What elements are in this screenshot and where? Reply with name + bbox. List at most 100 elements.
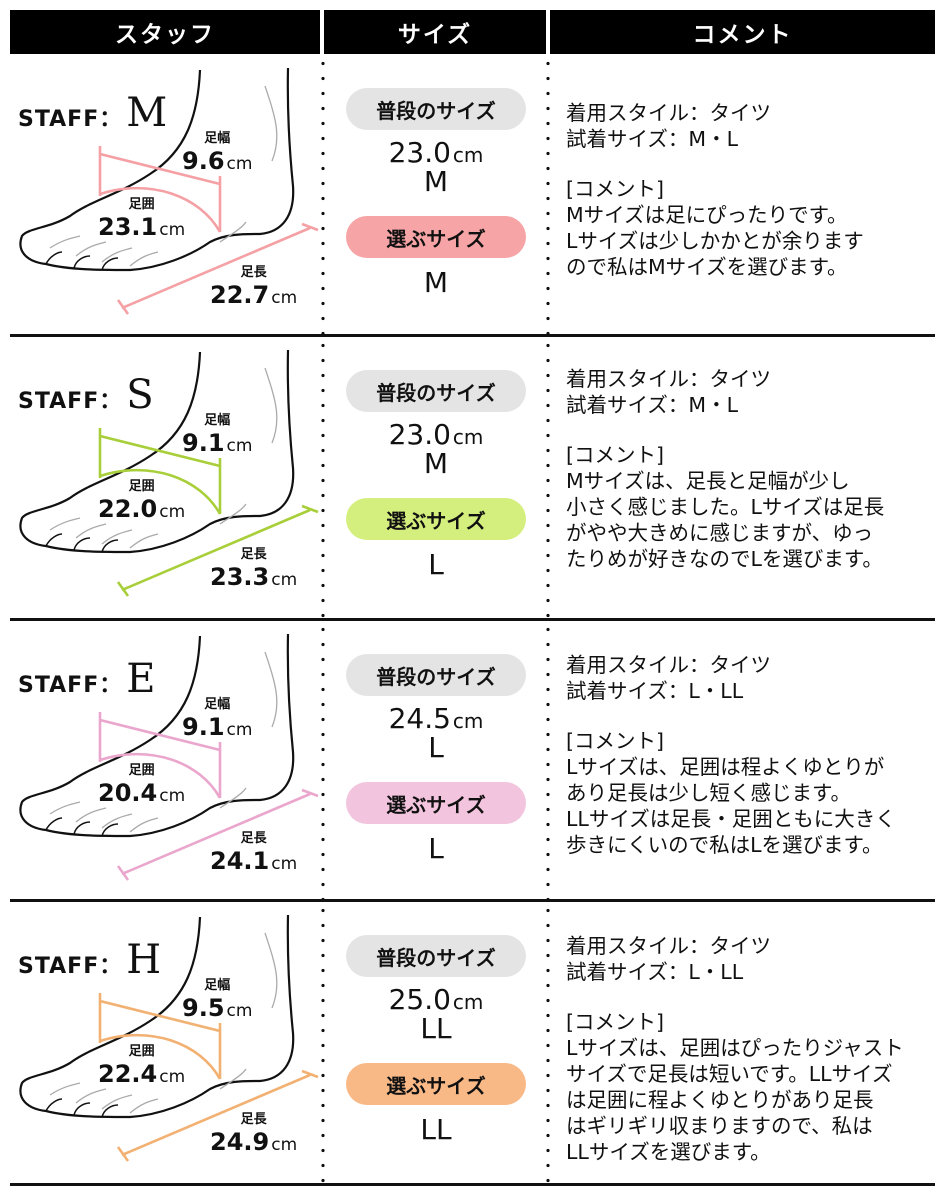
comment-body: [コメント] Lサイズは、足囲はぴったりジャストサイズで足長は短いです。LLサイ…	[566, 1009, 904, 1165]
foot-girth-value: 22.4	[98, 1060, 158, 1088]
foot-length-value: 22.7	[210, 281, 270, 309]
staff-initial: S	[126, 372, 155, 418]
comment-line: Lサイズは、足囲はぴったりジャスト	[566, 1036, 904, 1060]
staff-prefix: STAFF：	[18, 954, 123, 979]
row-divider	[10, 899, 935, 902]
dotted-divider	[546, 56, 550, 336]
usual-size-letter: M	[423, 165, 449, 199]
comment-heading: [コメント]	[566, 177, 664, 201]
comment-heading: [コメント]	[566, 1010, 664, 1034]
comment-line: 小さく感じました。Lサイズは足長	[566, 495, 885, 519]
foot-length-label: 足長	[240, 1112, 267, 1127]
foot-illustration-icon	[19, 349, 319, 597]
header-comment: コメント	[550, 10, 935, 54]
comment-line: Lサイズは少しかかとが余ります	[566, 229, 864, 253]
usual-size-cm: 25.0	[388, 983, 451, 1016]
comment-line: は足囲に程よくゆとりがあり足長	[566, 1088, 874, 1112]
usual-size-pill: 普段のサイズ	[346, 654, 526, 696]
comment-meta: 着用スタイル：タイツ 試着サイズ：M・L	[566, 366, 771, 418]
foot-illustration-icon	[19, 633, 319, 881]
dotted-divider	[546, 622, 550, 901]
foot-girth-label: 足囲	[128, 479, 155, 494]
comment-line: Mサイズは、足長と足幅が少し	[566, 469, 850, 493]
wear-style: 着用スタイル：タイツ	[566, 653, 771, 677]
dotted-divider	[546, 338, 550, 620]
staff-prefix: STAFF：	[18, 673, 123, 698]
comment-line: サイズで足長は短いです。LLサイズ	[566, 1062, 893, 1086]
chosen-size-value: LL	[420, 1113, 452, 1146]
foot-width-label: 足幅	[204, 131, 231, 146]
foot-width-label: 足幅	[204, 978, 231, 993]
foot-length-value: 24.9	[210, 1128, 270, 1156]
foot-width-label: 足幅	[204, 413, 231, 428]
foot-girth-label: 足囲	[128, 197, 155, 212]
foot-girth-label: 足囲	[128, 763, 155, 778]
comment-meta: 着用スタイル：タイツ 試着サイズ：M・L	[566, 100, 771, 152]
dotted-divider	[546, 903, 550, 1185]
staff-label: STAFF： E	[18, 656, 156, 702]
staff-label: STAFF： S	[18, 372, 155, 418]
dotted-divider	[321, 622, 325, 901]
foot-width-value: 9.1	[182, 429, 225, 457]
usual-size-pill: 普段のサイズ	[346, 370, 526, 412]
foot-width-value: 9.5	[182, 994, 225, 1022]
table-header: スタッフ サイズ コメント	[10, 10, 935, 54]
comment-line: Mサイズは足にぴったりです。	[566, 203, 848, 227]
comment-line: Lサイズは、足囲は程よくゆとりが	[566, 755, 885, 779]
foot-width-value: 9.6	[182, 147, 225, 175]
foot-width-label: 足幅	[204, 697, 231, 712]
foot-girth-label: 足囲	[128, 1044, 155, 1059]
usual-size-cm: 24.5	[388, 702, 451, 735]
usual-size-cm: 23.0	[388, 136, 451, 169]
comment-line: あり足長は少し短く感じます。	[566, 781, 851, 805]
comment-body: [コメント] Lサイズは、足囲は程よくゆとりがあり足長は少し短く感じます。LLサ…	[566, 728, 896, 858]
foot-width-value: 9.1	[182, 713, 225, 741]
staff-prefix: STAFF：	[18, 389, 123, 414]
comment-heading: [コメント]	[566, 729, 664, 753]
wear-style: 着用スタイル：タイツ	[566, 934, 771, 958]
usual-size-cm: 23.0	[388, 418, 451, 451]
foot-length-label: 足長	[240, 547, 267, 562]
dotted-divider	[321, 903, 325, 1185]
tried-sizes: 試着サイズ：M・L	[566, 393, 738, 417]
foot-length-value: 23.3	[210, 563, 270, 591]
comment-line: はギリギリ収まりますので、私は	[566, 1114, 873, 1138]
staff-initial: M	[126, 90, 169, 136]
tried-sizes: 試着サイズ：L・LL	[566, 960, 744, 984]
foot-girth-value: 20.4	[98, 779, 158, 807]
row-divider	[10, 1183, 935, 1186]
foot-girth-value: 22.0	[98, 495, 158, 523]
usual-size-letter: M	[423, 447, 449, 481]
header-staff: スタッフ	[10, 10, 320, 54]
comment-column: 着用スタイル：タイツ 試着サイズ：M・L [コメント] Mサイズは足にぴったりで…	[566, 56, 941, 336]
usual-size-letter: LL	[420, 1012, 452, 1046]
dotted-divider	[321, 56, 325, 336]
usual-size-pill: 普段のサイズ	[346, 935, 526, 977]
foot-girth-value: 23.1	[98, 213, 158, 241]
foot-illustration-icon	[19, 67, 319, 315]
dotted-divider	[321, 338, 325, 620]
